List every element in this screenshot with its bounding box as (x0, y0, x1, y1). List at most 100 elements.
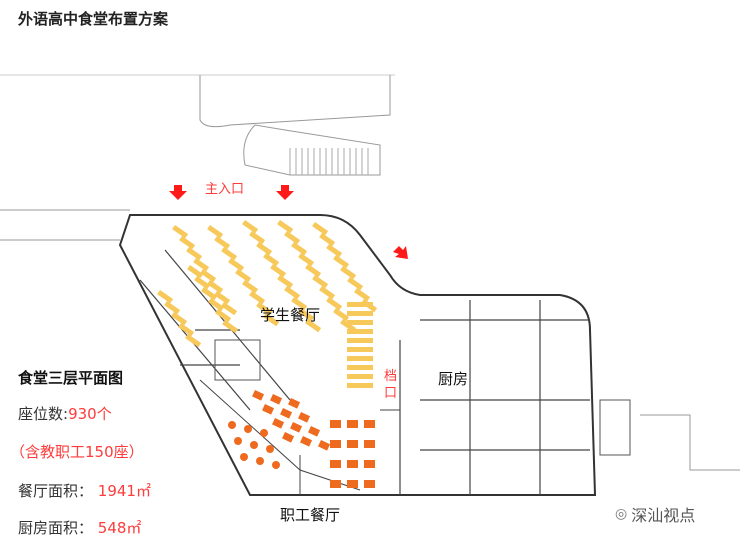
staff-table (364, 420, 375, 428)
student-table (207, 225, 224, 239)
seat-count: 座位数:930个 (18, 403, 112, 424)
student-dining-label: 学生餐厅 (260, 306, 321, 324)
wechat-icon: ◎ (615, 506, 628, 522)
student-table (305, 264, 322, 278)
student-table (256, 242, 273, 256)
staff-round-table (266, 445, 274, 453)
staff-table (280, 408, 293, 419)
staff-table (347, 420, 358, 428)
student-table (284, 230, 301, 245)
staff-table (282, 432, 295, 443)
student-table (340, 266, 357, 280)
student-table (347, 277, 364, 291)
building-outline (118, 214, 597, 496)
student-table (249, 230, 266, 245)
staff-round-table (260, 429, 268, 437)
student-table (347, 347, 373, 352)
staff-table (347, 480, 358, 488)
student-table (333, 255, 350, 269)
student-table (221, 301, 238, 316)
student-table (347, 320, 373, 325)
student-table (347, 374, 373, 379)
student-table (242, 280, 259, 294)
floor-heading: 食堂三层平面图 (18, 369, 124, 387)
staff-table (300, 436, 313, 447)
main-entrance-label: 主入口 (205, 182, 245, 197)
student-table (263, 313, 280, 327)
student-table (347, 311, 373, 316)
student-table (222, 320, 239, 334)
student-table (347, 356, 373, 361)
student-table (201, 287, 218, 301)
student-table (194, 276, 211, 290)
student-table (235, 268, 252, 283)
staff-table (318, 440, 331, 451)
student-tables (157, 220, 378, 388)
student-table (185, 334, 202, 348)
student-table (179, 236, 196, 250)
staff-table (330, 480, 341, 488)
kitchen-area: 厨房面积： 548㎡ (18, 517, 141, 538)
staff-dining-label: 职工餐厅 (280, 506, 341, 524)
staff-table (288, 398, 301, 409)
staff-round-table (256, 457, 264, 465)
student-table (284, 285, 301, 300)
student-table (305, 319, 322, 333)
student-table (187, 265, 204, 279)
student-table (208, 297, 225, 312)
student-table (319, 286, 336, 300)
student-table (164, 301, 181, 315)
staff-round-table (250, 441, 258, 449)
seat-count-value: 930个 (68, 405, 112, 423)
staff-table (364, 480, 375, 488)
staff-table (270, 394, 283, 405)
staff-table (308, 426, 321, 437)
staff-table (298, 412, 311, 423)
student-table (354, 288, 371, 302)
entrance-arrows (169, 185, 408, 259)
student-table (347, 383, 373, 388)
staff-table (290, 422, 303, 433)
student-table (298, 252, 315, 267)
arrow-icon (276, 185, 294, 200)
student-table (256, 302, 273, 316)
student-table (298, 308, 315, 322)
student-table (312, 221, 329, 236)
student-table (326, 297, 343, 311)
seat-count-label: 座位数: (18, 405, 69, 423)
student-table (347, 329, 373, 334)
watermark: ◎ 深汕视点 (615, 502, 695, 526)
student-table (228, 258, 245, 272)
student-table (263, 252, 280, 267)
student-table (347, 365, 373, 370)
kitchen-area-label: 厨房面积： (18, 519, 94, 537)
staff-round-table (234, 437, 242, 445)
kitchen-area-value: 548㎡ (97, 519, 142, 537)
student-table (221, 246, 238, 261)
staff-table (347, 440, 358, 448)
staff-round-table (272, 461, 280, 469)
student-table (215, 309, 232, 323)
student-table (277, 220, 294, 234)
page-title: 外语高中食堂布置方案 (18, 10, 169, 28)
dining-area: 餐厅面积： 1941㎡ (18, 480, 151, 501)
student-table (178, 323, 195, 337)
student-table (157, 290, 174, 304)
arrow-icon (393, 246, 408, 259)
staff-table (272, 418, 285, 429)
student-table (270, 264, 287, 278)
watermark-text: 深汕视点 (631, 506, 696, 525)
staff-table (364, 460, 375, 468)
staff-table (262, 404, 275, 415)
arrow-icon (169, 185, 187, 200)
student-table (242, 220, 259, 234)
student-table (333, 307, 350, 322)
student-table (214, 236, 231, 250)
staff-table (347, 460, 358, 468)
staff-table (330, 440, 341, 448)
staff-table (330, 420, 341, 428)
dining-area-value: 1941㎡ (97, 482, 151, 500)
student-table (340, 319, 357, 333)
